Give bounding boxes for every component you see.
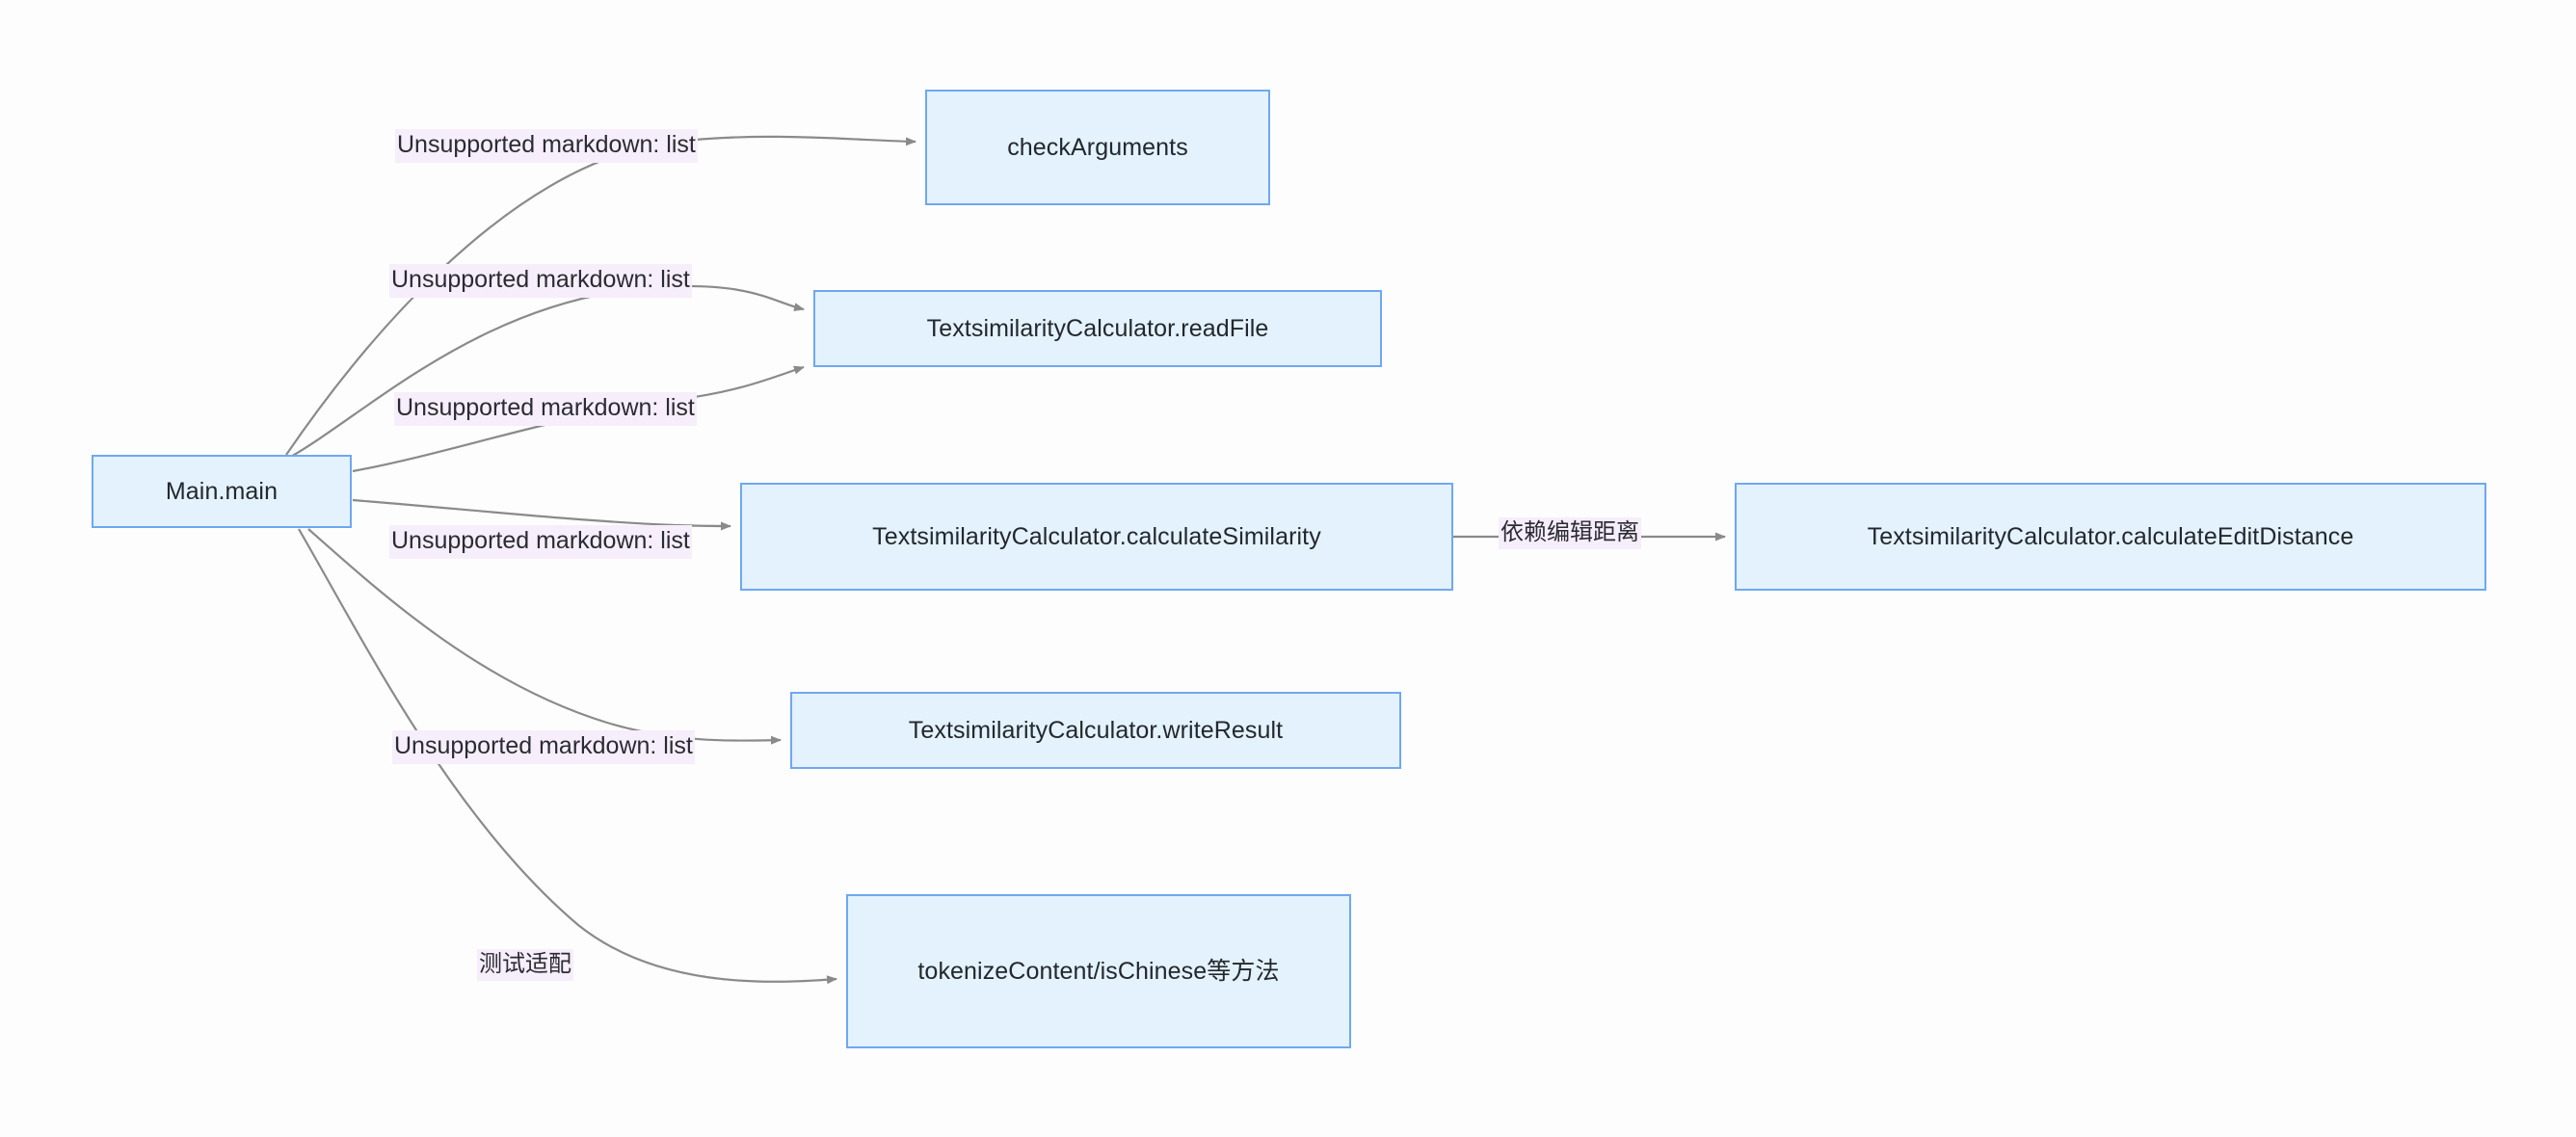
edge-label-main-calculate-similarity: Unsupported markdown: list — [389, 525, 692, 559]
node-calculate-edit-distance[interactable]: TextsimilarityCalculator.calculateEditDi… — [1735, 483, 2486, 591]
node-label-check-arguments: checkArguments — [1007, 133, 1188, 161]
edge-label-main-tokenize: 测试适配 — [477, 949, 573, 982]
edge-label-main-write-result: Unsupported markdown: list — [392, 730, 695, 764]
edge-label-main-read-file-lower: Unsupported markdown: list — [394, 392, 697, 426]
node-label-read-file: TextsimilarityCalculator.readFile — [926, 314, 1269, 342]
node-main[interactable]: Main.main — [92, 455, 352, 528]
node-label-tokenize-content: tokenizeContent/isChinese等方法 — [917, 957, 1280, 985]
node-calculate-similarity[interactable]: TextsimilarityCalculator.calculateSimila… — [740, 483, 1453, 591]
edge-main-to-readFile-upper — [288, 284, 805, 459]
node-read-file[interactable]: TextsimilarityCalculator.readFile — [813, 290, 1382, 367]
node-check-arguments[interactable]: checkArguments — [925, 90, 1270, 205]
node-label-write-result: TextsimilarityCalculator.writeResult — [908, 716, 1284, 744]
edge-label-main-check-arguments: Unsupported markdown: list — [395, 129, 698, 163]
node-label-calculate-edit-distance: TextsimilarityCalculator.calculateEditDi… — [1867, 522, 2354, 550]
edge-label-similarity-edit-distance: 依赖编辑距离 — [1499, 517, 1641, 550]
node-label-calculate-similarity: TextsimilarityCalculator.calculateSimila… — [872, 522, 1321, 550]
node-tokenize-content[interactable]: tokenizeContent/isChinese等方法 — [846, 894, 1351, 1048]
edge-label-main-read-file-upper: Unsupported markdown: list — [389, 264, 692, 298]
edge-main-to-calculateSimilarity — [352, 498, 731, 531]
node-write-result[interactable]: TextsimilarityCalculator.writeResult — [790, 692, 1401, 769]
node-label-main: Main.main — [165, 477, 279, 505]
edge-main-to-writeResult — [307, 528, 782, 745]
